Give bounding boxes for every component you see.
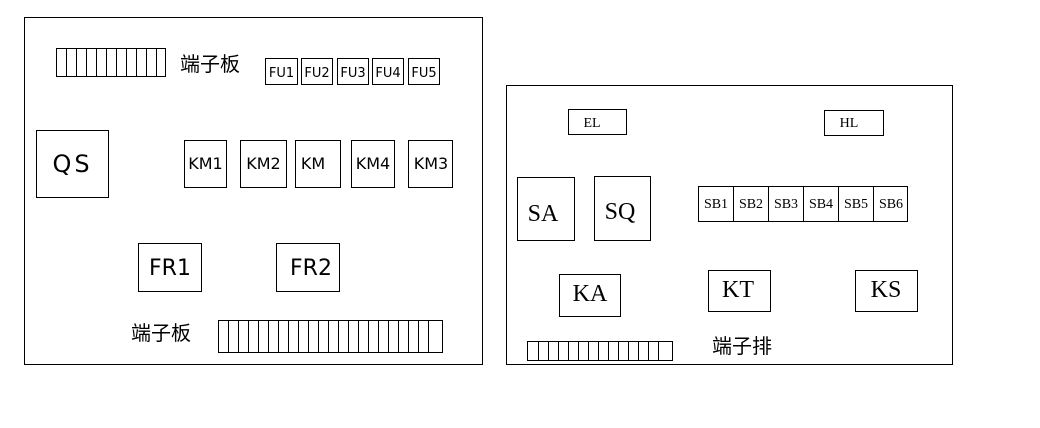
terminal-top-label: 端子板 <box>180 52 240 76</box>
contactor-label: KM2 <box>246 154 280 173</box>
fuse-block-fu5: FU5 <box>408 58 440 85</box>
relay-ka: KA <box>559 274 621 317</box>
fuse-block-fu2: FU2 <box>301 58 333 85</box>
contactor-km3: KM3 <box>408 140 453 188</box>
contactor-label: KM1 <box>188 154 222 173</box>
button-label-sb3: SB3 <box>774 197 798 212</box>
fuse-label: FU4 <box>375 66 400 81</box>
lamp-hl: HL <box>824 110 884 136</box>
relay-fr2: FR2 <box>276 243 340 292</box>
lamp-label: HL <box>840 116 859 131</box>
relay-kt: KT <box>708 270 771 312</box>
fuse-block-fu4: FU4 <box>372 58 404 85</box>
contactor-label: KM <box>301 154 325 173</box>
lamp-label: EL <box>583 116 600 131</box>
terminal-strip-right <box>527 341 673 361</box>
left-panel-frame <box>24 17 483 365</box>
relay-ks: KS <box>855 270 918 312</box>
relay-label: FR2 <box>290 256 332 281</box>
switch-label: SA <box>528 201 559 227</box>
button-strip-sb: SB1 SB2 SB3 SB4 SB5 SB6 <box>698 186 908 222</box>
button-label-sb6: SB6 <box>879 197 903 212</box>
fuse-label: FU5 <box>411 66 436 81</box>
relay-fr1: FR1 <box>138 243 202 292</box>
switch-qs-label: QS <box>52 150 92 178</box>
fuse-block-fu1: FU1 <box>265 58 298 85</box>
button-label-sb4: SB4 <box>809 197 833 212</box>
lamp-el: EL <box>568 109 627 135</box>
switch-sq: SQ <box>594 176 651 241</box>
switch-label: SQ <box>605 199 636 225</box>
relay-label: FR1 <box>149 256 191 281</box>
fuse-block-fu3: FU3 <box>337 58 369 85</box>
terminal-strip-top <box>56 48 166 77</box>
fuse-label: FU3 <box>340 66 365 81</box>
button-label-sb5: SB5 <box>844 197 868 212</box>
relay-label: KS <box>871 277 902 303</box>
terminal-right-label: 端子排 <box>712 334 772 358</box>
button-label-sb2: SB2 <box>739 197 763 212</box>
fuse-label: FU2 <box>304 66 329 81</box>
relay-label: KT <box>722 277 754 303</box>
contactor-km2: KM2 <box>240 140 287 188</box>
terminal-strip-bottom <box>218 320 443 353</box>
left-panel: 端子板 FU1 FU2 FU3 FU4 FU5 QS <box>24 17 483 365</box>
contactor-km4: KM4 <box>351 140 395 188</box>
terminal-bottom-label: 端子板 <box>131 321 191 345</box>
contactor-label: KM4 <box>356 154 390 173</box>
contactor-label: KM3 <box>414 154 448 173</box>
right-panel-frame <box>506 85 953 365</box>
fuse-label: FU1 <box>269 66 294 81</box>
switch-sa: SA <box>517 177 575 241</box>
relay-label: KA <box>573 281 608 307</box>
contactor-km: KM <box>295 140 341 188</box>
contactor-km1: KM1 <box>184 140 227 188</box>
right-panel: EL HL SA SQ SB1 SB2 SB3 SB4 SB5 SB6 <box>506 85 953 365</box>
button-label-sb1: SB1 <box>704 197 728 212</box>
switch-qs: QS <box>36 130 109 198</box>
